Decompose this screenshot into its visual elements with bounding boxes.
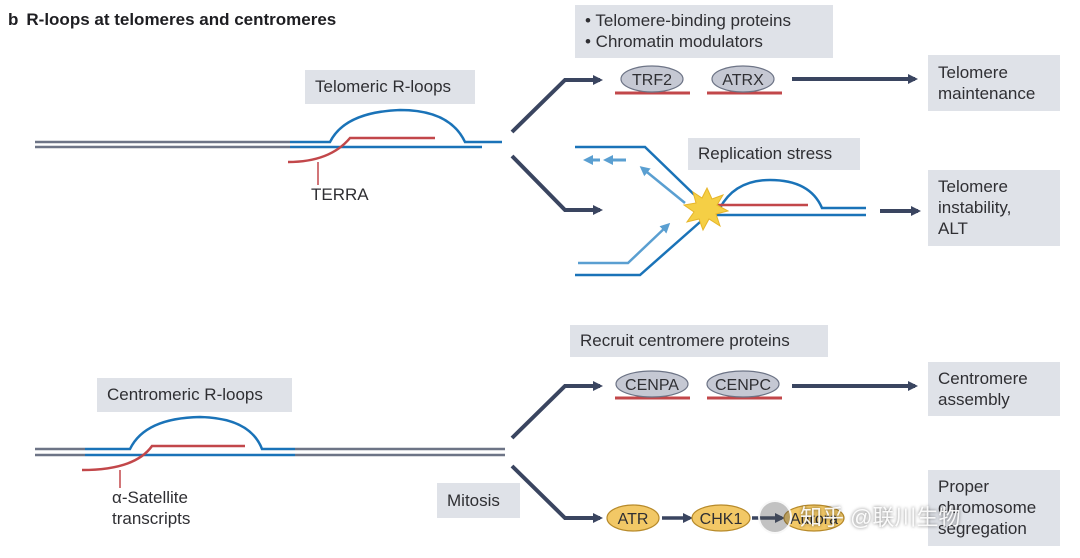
telomeric-rloops-label: Telomeric R-loops	[315, 77, 452, 96]
mitosis-box: Mitosis	[437, 483, 520, 518]
telomere-maintenance-line1: Telomere	[938, 63, 1008, 82]
centromeric-rloops-label: Centromeric R-loops	[107, 385, 263, 404]
telomere-instability-line1: Telomere	[938, 177, 1008, 196]
branch-arrows	[510, 75, 603, 523]
alpha-satellite-rna	[81, 444, 245, 472]
proper-segregation-line1: Proper	[938, 477, 990, 496]
cenpc-label: CENPC	[715, 377, 771, 394]
atr-protein	[606, 504, 660, 532]
figure-title: b R-loops at telomeres and centromeres	[8, 10, 336, 30]
alpha-satellite-line2: transcripts	[112, 509, 191, 528]
watermark-logo-icon	[758, 500, 792, 534]
centromere-assembly-line1: Centromere	[938, 369, 1028, 388]
centromeric-dna	[35, 415, 505, 457]
centromere-assembly-line2: assembly	[938, 390, 1010, 409]
replication-stress-box: Replication stress	[688, 138, 860, 170]
telomeric-rloops-box: Telomeric R-loops	[305, 70, 475, 104]
panel-letter: b	[8, 10, 19, 29]
telomere-binding-proteins: • Telomere-binding proteins	[585, 11, 791, 30]
replication-fork	[575, 145, 866, 277]
terra-rna	[287, 136, 435, 164]
alpha-satellite-line1: α-Satellite	[112, 488, 188, 507]
alpha-satellite-label: α-Satellite transcripts	[112, 487, 190, 529]
cenpa-label: CENPA	[625, 377, 679, 394]
telomere-instability-line2: instability,	[938, 198, 1012, 217]
watermark-text: 知乎 @联川生物	[800, 505, 961, 530]
telomere-maintenance-line2: maintenance	[938, 84, 1036, 103]
telomere-maintenance-box: Telomere maintenance	[928, 55, 1060, 111]
aurora-label: Aurora	[790, 511, 838, 528]
trf2-label: TRF2	[632, 72, 672, 89]
atr-label: ATR	[618, 511, 649, 528]
title-text: R-loops at telomeres and centromeres	[26, 10, 337, 29]
proper-segregation-line3: segregation	[938, 519, 1027, 538]
recruit-centromere-label: Recruit centromere proteins	[580, 331, 790, 350]
telomere-instability-line3: ALT	[938, 219, 968, 238]
mitosis-label: Mitosis	[447, 491, 500, 510]
telomeric-dna	[35, 108, 502, 149]
chk1-protein	[691, 504, 751, 532]
atrx-protein	[707, 65, 782, 95]
chromatin-modulators: • Chromatin modulators	[585, 32, 763, 51]
outcome-arrows	[792, 74, 921, 391]
recruit-centromere-box: Recruit centromere proteins	[570, 325, 828, 357]
terra-label: TERRA	[311, 185, 369, 204]
proper-segregation-line2: chromosome	[938, 498, 1037, 517]
centromere-assembly-box: Centromere assembly	[928, 362, 1060, 416]
telomere-instability-box: Telomere instability, ALT	[928, 170, 1060, 246]
centromeric-rloops-box: Centromeric R-loops	[97, 378, 292, 412]
telomere-binding-box: • Telomere-binding proteins • Chromatin …	[575, 5, 833, 58]
proper-segregation-box: Proper chromosome segregation	[928, 470, 1060, 546]
atrx-label: ATRX	[722, 72, 764, 89]
replication-stress-star	[682, 186, 730, 232]
cenpc-protein	[706, 370, 782, 400]
replication-stress-label: Replication stress	[698, 144, 833, 163]
trf2-protein	[615, 65, 690, 95]
chk1-label: CHK1	[700, 511, 743, 528]
cenpa-protein	[615, 370, 690, 400]
